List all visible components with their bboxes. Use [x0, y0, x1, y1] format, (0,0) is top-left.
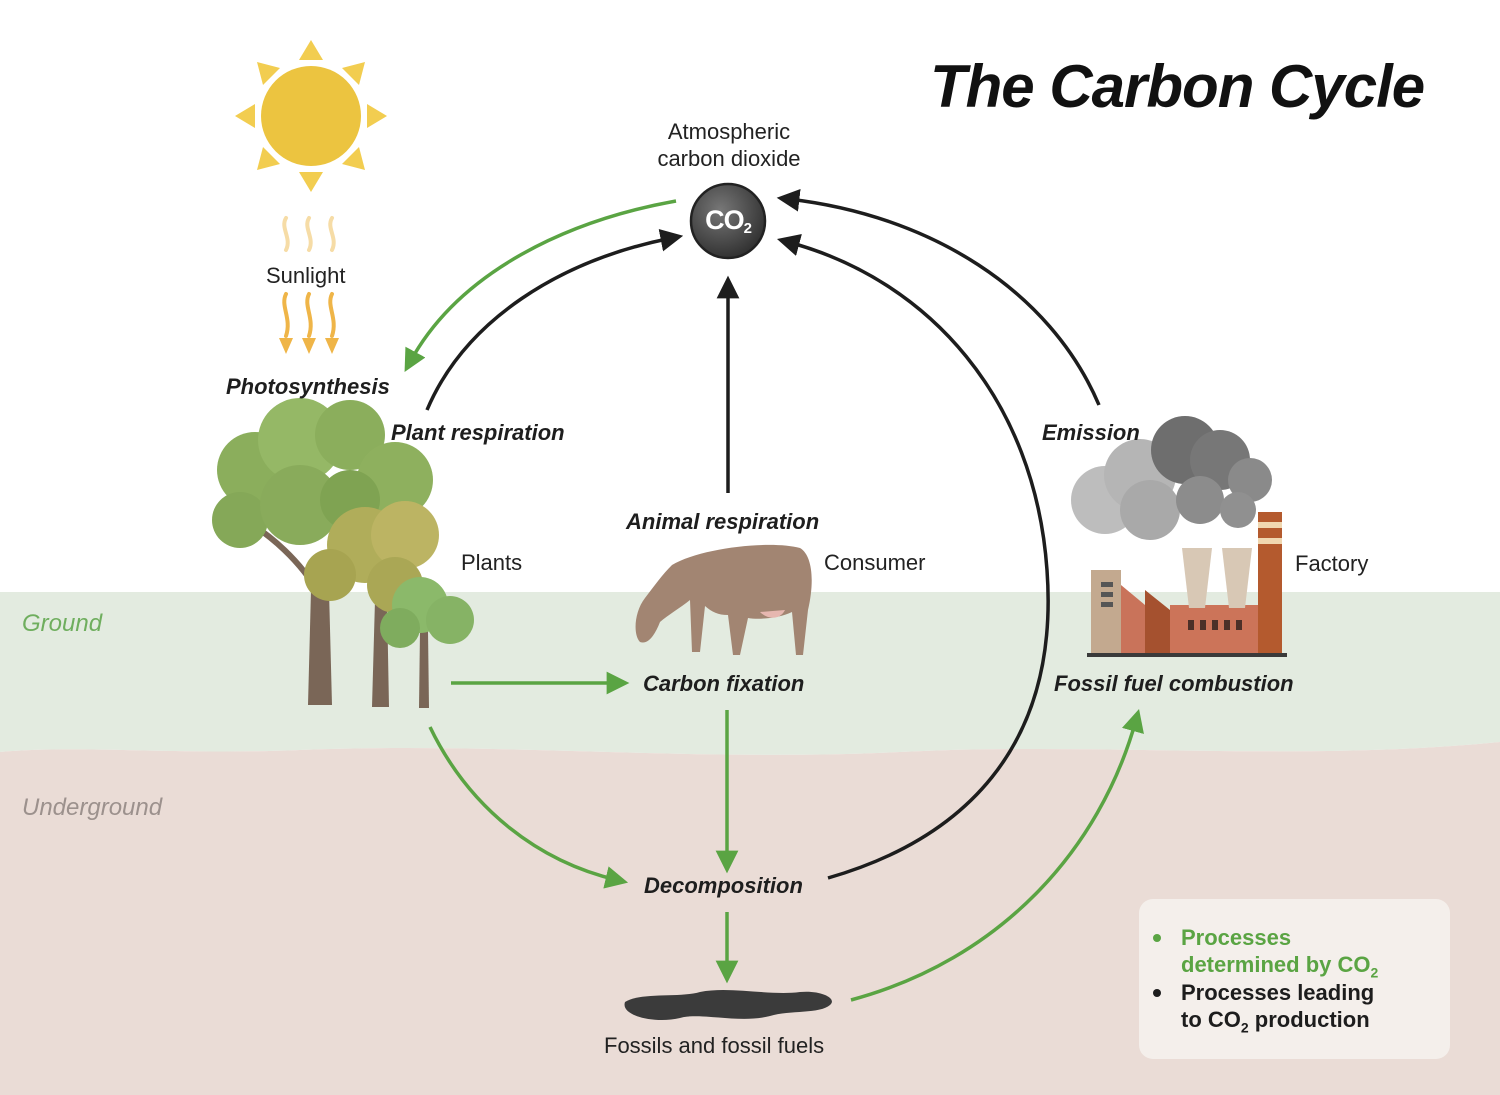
plants-label: Plants [461, 550, 523, 575]
arrow-photosynthesis [404, 199, 677, 372]
arrow-decomposition-to-atmosphere [777, 233, 1050, 880]
process-carbon-fixation: Carbon fixation [643, 671, 805, 696]
atmospheric-label-line2: carbon dioxide [657, 146, 801, 171]
co2-symbol: CO2 [705, 205, 752, 237]
tree-group-icon [212, 398, 474, 708]
underground-band [0, 742, 1500, 1095]
process-decomposition: Decomposition [644, 873, 803, 898]
cow-icon [635, 544, 812, 655]
legend-green-line2: determined by CO2 [1181, 952, 1379, 981]
legend-bullet-black [1153, 989, 1161, 997]
co2-molecule-icon [689, 182, 767, 260]
atmospheric-label-line1: Atmospheric [667, 119, 791, 144]
sunlight-rays-icon [279, 216, 339, 354]
sunlight-label: Sunlight [266, 263, 346, 288]
atmospheric-co2-label: Atmospheric carbon dioxide [657, 118, 800, 172]
process-fossil-fuel-combustion: Fossil fuel combustion [1054, 671, 1294, 696]
co2-symbol-subscript: 2 [743, 220, 752, 237]
legend-black-line2: to CO2 production [1181, 1007, 1370, 1036]
arrow-emission [776, 188, 1101, 406]
legend-green-line1: Processes [1181, 925, 1292, 950]
factory-icon [1071, 416, 1287, 657]
fossil-fuel-puddle-icon [624, 990, 832, 1021]
arrow-plants-to-decomposition [428, 726, 629, 889]
legend-box: Processes determined by CO2 Processes le… [1139, 899, 1450, 1059]
process-emission: Emission [1042, 420, 1140, 445]
diagram-title: The Carbon Cycle [930, 53, 1425, 120]
legend-black-line1: Processes leading [1181, 980, 1375, 1005]
legend-bullet-green [1153, 934, 1161, 942]
arrow-plant-respiration [425, 229, 684, 411]
sun-icon [235, 40, 387, 192]
zone-label-underground: Underground [22, 794, 163, 821]
co2-symbol-text: CO [705, 205, 744, 235]
factory-label: Factory [1295, 551, 1369, 576]
arrow-fossils-to-combustion [850, 709, 1144, 1002]
legend-item-green: Processes determined by CO2 [1153, 924, 1411, 986]
legend-item-black: Processes leading to CO2 production [1153, 979, 1411, 1041]
process-plant-respiration: Plant respiration [391, 420, 565, 445]
zone-label-ground: Ground [22, 610, 103, 637]
consumer-label: Consumer [824, 550, 926, 575]
process-photosynthesis: Photosynthesis [226, 374, 390, 399]
process-animal-respiration: Animal respiration [626, 509, 820, 534]
fossils-label: Fossils and fossil fuels [604, 1033, 825, 1058]
